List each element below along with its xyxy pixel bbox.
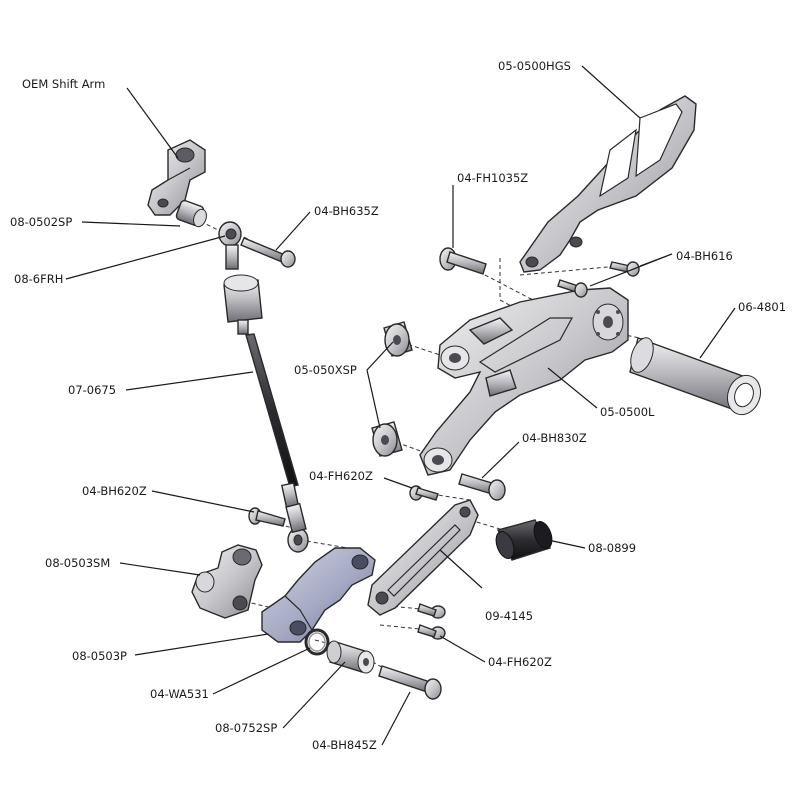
screws-04-fh620z-lower	[417, 603, 446, 640]
screw-04-fh1035z	[439, 247, 487, 275]
label-04-fh1035z: 04-FH1035Z	[457, 171, 528, 185]
bolt-04-bh830z	[458, 473, 506, 501]
footpeg-06-4801	[629, 337, 762, 416]
label-08-0503sm: 08-0503SM	[45, 556, 110, 570]
shift-rod-07-0675	[223, 274, 309, 553]
screw-04-fh620z-upper	[409, 485, 439, 501]
label-08-0503p: 08-0503P	[72, 649, 127, 663]
label-04-bh616: 04-BH616	[676, 249, 733, 263]
label-07-0675: 07-0675	[68, 383, 116, 397]
leader-lines	[65, 65, 736, 746]
label-04-fh620z-upper: 04-FH620Z	[309, 469, 373, 483]
label-06-4801: 06-4801	[738, 300, 786, 314]
part-08-0503p	[261, 547, 376, 643]
label-oem-shift-arm: OEM Shift Arm	[22, 77, 105, 91]
plate-05-0500l	[419, 287, 629, 476]
part-labels: OEM Shift Arm 05-0500HGS 04-FH1035Z 08-0…	[10, 59, 786, 752]
label-05-0500hgs: 05-0500HGS	[498, 59, 571, 73]
label-04-bh620z: 04-BH620Z	[82, 484, 147, 498]
spacer-08-0502sp	[175, 199, 207, 228]
bolt-04-bh635z	[240, 237, 296, 268]
label-04-fh620z-lower: 04-FH620Z	[488, 655, 552, 669]
oem-shift-arm-part	[147, 139, 206, 216]
bolt-04-bh620z	[248, 507, 286, 527]
bolt-04-bh845z	[378, 665, 442, 700]
label-04-bh830z: 04-BH830Z	[522, 431, 587, 445]
washer-04-wa531	[304, 628, 330, 656]
label-05-0500l: 05-0500L	[600, 405, 655, 419]
label-09-4145: 09-4145	[485, 609, 533, 623]
lever-09-4145	[367, 499, 479, 616]
spacers-05-050xsp	[371, 321, 413, 457]
label-08-0899: 08-0899	[588, 541, 636, 555]
screws-04-bh616	[557, 261, 640, 298]
spacer-08-0899	[495, 519, 553, 561]
label-04-bh635z: 04-BH635Z	[314, 204, 379, 218]
label-05-050xsp: 05-050XSP	[294, 363, 357, 377]
label-08-0502sp: 08-0502SP	[10, 215, 72, 229]
rod-end-upper-08-6frh	[218, 221, 242, 270]
part-08-0503sm	[191, 544, 263, 619]
spacer-08-0752sp	[326, 640, 375, 674]
label-08-6frh: 08-6FRH	[14, 272, 63, 286]
label-08-0752sp: 08-0752SP	[215, 721, 277, 735]
label-04-bh845z: 04-BH845Z	[312, 738, 377, 752]
label-04-wa531: 04-WA531	[150, 687, 209, 701]
heelguard-05-0500hgs	[519, 95, 697, 273]
